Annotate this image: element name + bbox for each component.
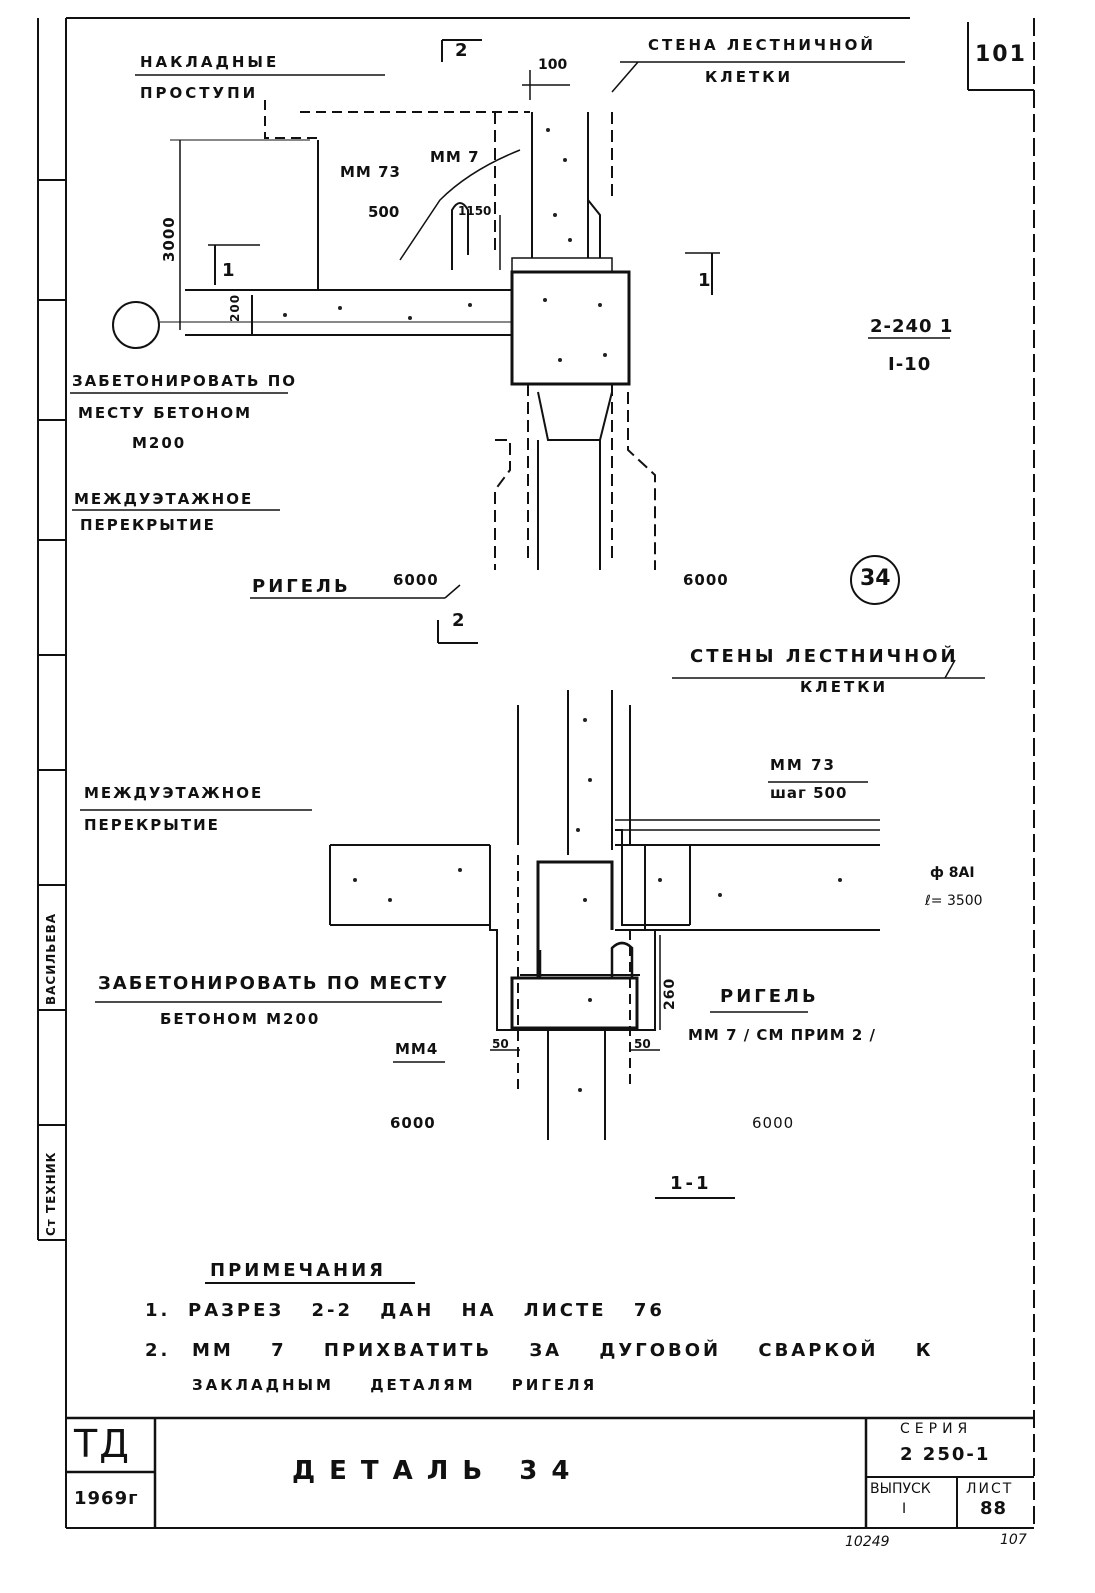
dim-6000-section-left: 6000 [390, 1114, 436, 1132]
title-block-title: ДЕТАЛЬ 34 [292, 1456, 584, 1486]
notes-title: ПРИМЕЧАНИЯ [210, 1260, 386, 1281]
note-1-text: РАЗРЕЗ 2-2 ДАН НА ЛИСТЕ 76 [188, 1300, 665, 1321]
note-2-number: 2. [145, 1340, 171, 1361]
label-floor-1-section: МЕЖДУЭТАЖНОЕ [84, 784, 264, 802]
issue-value: I [902, 1501, 907, 1517]
section-mark-1-left: 1 [222, 260, 238, 281]
dim-1150: 1150 [458, 204, 492, 218]
ref-issue: I-10 [888, 354, 932, 375]
series-value: 2 250-1 [900, 1444, 991, 1465]
label-step: шаг 500 [770, 784, 848, 802]
label-beam-section: РИГЕЛЬ [720, 986, 819, 1007]
label-concrete-2: МЕСТУ БЕТОНОМ [78, 404, 253, 422]
label-mm4: ММ4 [395, 1040, 439, 1058]
label-mm73-section: ММ 73 [770, 756, 836, 774]
detail-number: 34 [860, 566, 891, 591]
dim-6000-upper-left: 6000 [393, 571, 439, 589]
ref-series: 2-240 1 [870, 316, 954, 337]
label-beam-upper: РИГЕЛЬ [252, 576, 351, 597]
label-rebar-1: ф 8АI [930, 865, 975, 881]
label-concrete-3: М200 [132, 434, 187, 452]
dim-260: 260 [662, 977, 678, 1010]
label-mm7-note: ММ 7 / СМ ПРИМ 2 / [688, 1026, 876, 1044]
label-mm7-upper: ММ 7 [430, 148, 480, 166]
label-overlays-1: НАКЛАДНЫЕ [140, 53, 280, 71]
side-stamp-role: Ст ТЕХНИК [44, 1151, 58, 1236]
label-walls-2: КЛЕТКИ [800, 678, 889, 696]
label-mm73-upper: ММ 73 [340, 163, 401, 181]
dim-3000: 3000 [160, 216, 178, 262]
series-label: СЕРИЯ [900, 1421, 973, 1437]
dim-50-right: 50 [634, 1037, 651, 1051]
issue-label: ВЫПУСК [870, 1481, 931, 1497]
label-wall-2: КЛЕТКИ [705, 68, 794, 86]
dim-100: 100 [538, 57, 568, 73]
title-block-year: 1969г [74, 1488, 139, 1509]
side-stamp-name: ВАСИЛЬЕВА [44, 912, 58, 1005]
label-overlays-2: ПРОСТУПИ [140, 84, 259, 102]
label-concrete-section-2: БЕТОНОМ М200 [160, 1010, 321, 1028]
section-mark-2-top: 2 [455, 40, 471, 61]
sheet-label: ЛИСТ [966, 1481, 1014, 1497]
dim-200: 200 [228, 293, 242, 322]
section-title-1-1: 1-1 [670, 1173, 712, 1194]
label-concrete-1: ЗАБЕТОНИРОВАТЬ ПО [72, 372, 298, 390]
label-wall-1: СТЕНА ЛЕСТНИЧНОЙ [648, 36, 876, 54]
sheet-number: 101 [975, 42, 1027, 67]
section-mark-2-bottom: 2 [452, 610, 468, 631]
dim-500-upper: 500 [368, 203, 400, 221]
sheet-value: 88 [980, 1498, 1008, 1519]
note-2-text-2: ЗАКЛАДНЫМ ДЕТАЛЯМ РИГЕЛЯ [192, 1376, 598, 1394]
dim-50-left: 50 [492, 1037, 509, 1051]
note-2-text-1: ММ 7 ПРИХВАТИТЬ ЗА ДУГОВОЙ СВАРКОЙ К [192, 1340, 934, 1361]
title-block-org: ТД [74, 1422, 131, 1466]
page-number: 107 [1000, 1532, 1027, 1548]
label-concrete-section-1: ЗАБЕТОНИРОВАТЬ ПО МЕСТУ [98, 973, 450, 994]
archive-number: 10249 [845, 1534, 890, 1550]
label-floor-2-section: ПЕРЕКРЫТИЕ [84, 816, 220, 834]
dim-6000-upper-right: 6000 [683, 571, 729, 589]
note-1-number: 1. [145, 1300, 171, 1321]
label-floor-2-upper: ПЕРЕКРЫТИЕ [80, 516, 216, 534]
dim-6000-section-right: 6000 [752, 1114, 795, 1132]
label-walls-1: СТЕНЫ ЛЕСТНИЧНОЙ [690, 646, 959, 667]
label-floor-1-upper: МЕЖДУЭТАЖНОЕ [74, 490, 254, 508]
label-rebar-2: ℓ= 3500 [925, 893, 983, 909]
section-mark-1-right: 1 [698, 270, 714, 291]
